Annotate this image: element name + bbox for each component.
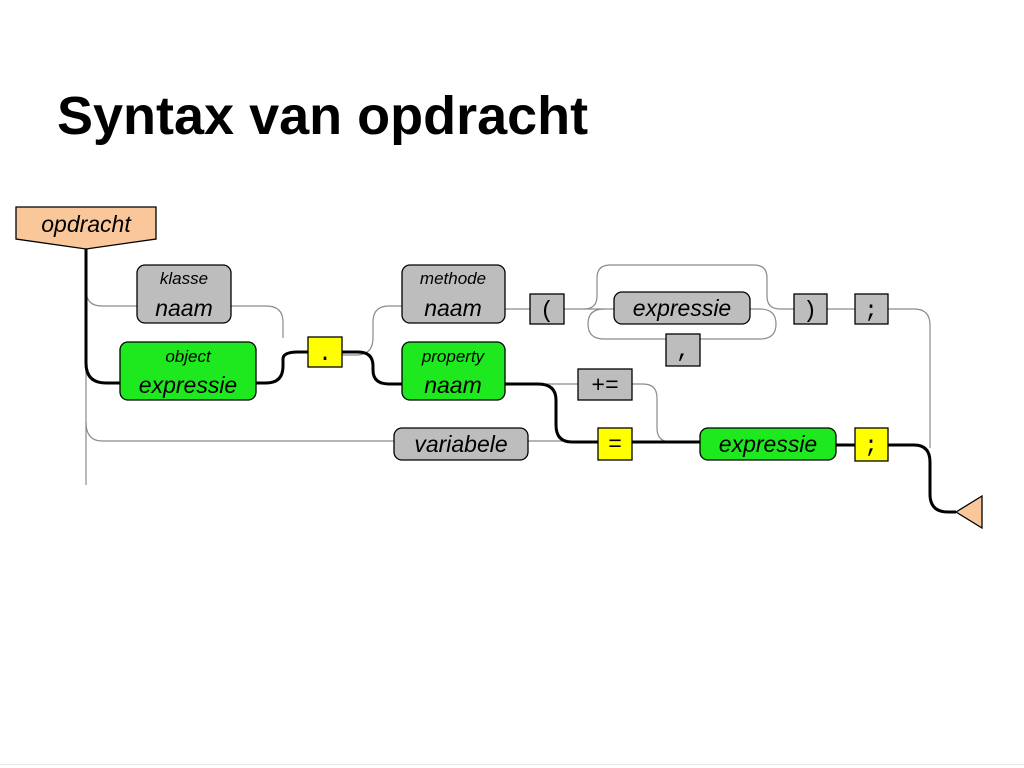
node-object-expressie-line2: expressie bbox=[139, 372, 237, 398]
node-expressie-argument-label: expressie bbox=[633, 295, 731, 321]
node-expressie-argument: expressie bbox=[613, 291, 751, 325]
exit-triangle-icon bbox=[954, 494, 983, 530]
node-semicolon-method-label: ; bbox=[864, 298, 878, 324]
footer-divider bbox=[0, 764, 1024, 765]
node-dot: . bbox=[307, 336, 343, 368]
node-equals: = bbox=[597, 427, 633, 461]
node-object-expressie-line1: object bbox=[165, 347, 212, 366]
node-methode-naam: methode naam bbox=[401, 264, 506, 324]
node-property-naam-line1: property bbox=[421, 347, 486, 366]
node-dot-label: . bbox=[318, 341, 332, 367]
node-plus-equals: += bbox=[577, 368, 633, 401]
node-methode-naam-line2: naam bbox=[424, 295, 482, 321]
node-equals-label: = bbox=[608, 432, 622, 458]
entry-opdracht: opdracht bbox=[15, 206, 157, 250]
node-semicolon-assign: ; bbox=[854, 427, 889, 462]
node-close-paren-label: ) bbox=[803, 298, 817, 324]
node-variabele: variabele bbox=[393, 427, 529, 461]
node-comma-label: , bbox=[676, 338, 690, 364]
node-variabele-label: variabele bbox=[414, 431, 507, 457]
node-semicolon-assign-label: ; bbox=[864, 433, 878, 459]
node-open-paren: ( bbox=[529, 293, 565, 325]
node-klasse-naam-line2: naam bbox=[155, 295, 213, 321]
wires-main bbox=[84, 245, 956, 514]
page-title: Syntax van opdracht bbox=[57, 86, 589, 146]
node-property-naam: property naam bbox=[401, 341, 506, 401]
node-object-expressie: object expressie bbox=[119, 341, 257, 401]
node-property-naam-line2: naam bbox=[424, 372, 482, 398]
node-close-paren: ) bbox=[793, 293, 828, 325]
node-klasse-naam-line1: klasse bbox=[160, 269, 208, 288]
node-methode-naam-line1: methode bbox=[420, 269, 486, 288]
node-expressie-value: expressie bbox=[699, 427, 837, 461]
entry-label: opdracht bbox=[41, 211, 132, 237]
node-semicolon-method: ; bbox=[854, 293, 889, 325]
node-expressie-value-label: expressie bbox=[719, 431, 817, 457]
node-open-paren-label: ( bbox=[540, 298, 554, 324]
node-plus-equals-label: += bbox=[591, 373, 619, 399]
node-comma: , bbox=[665, 333, 701, 367]
node-klasse-naam: klasse naam bbox=[136, 264, 232, 324]
